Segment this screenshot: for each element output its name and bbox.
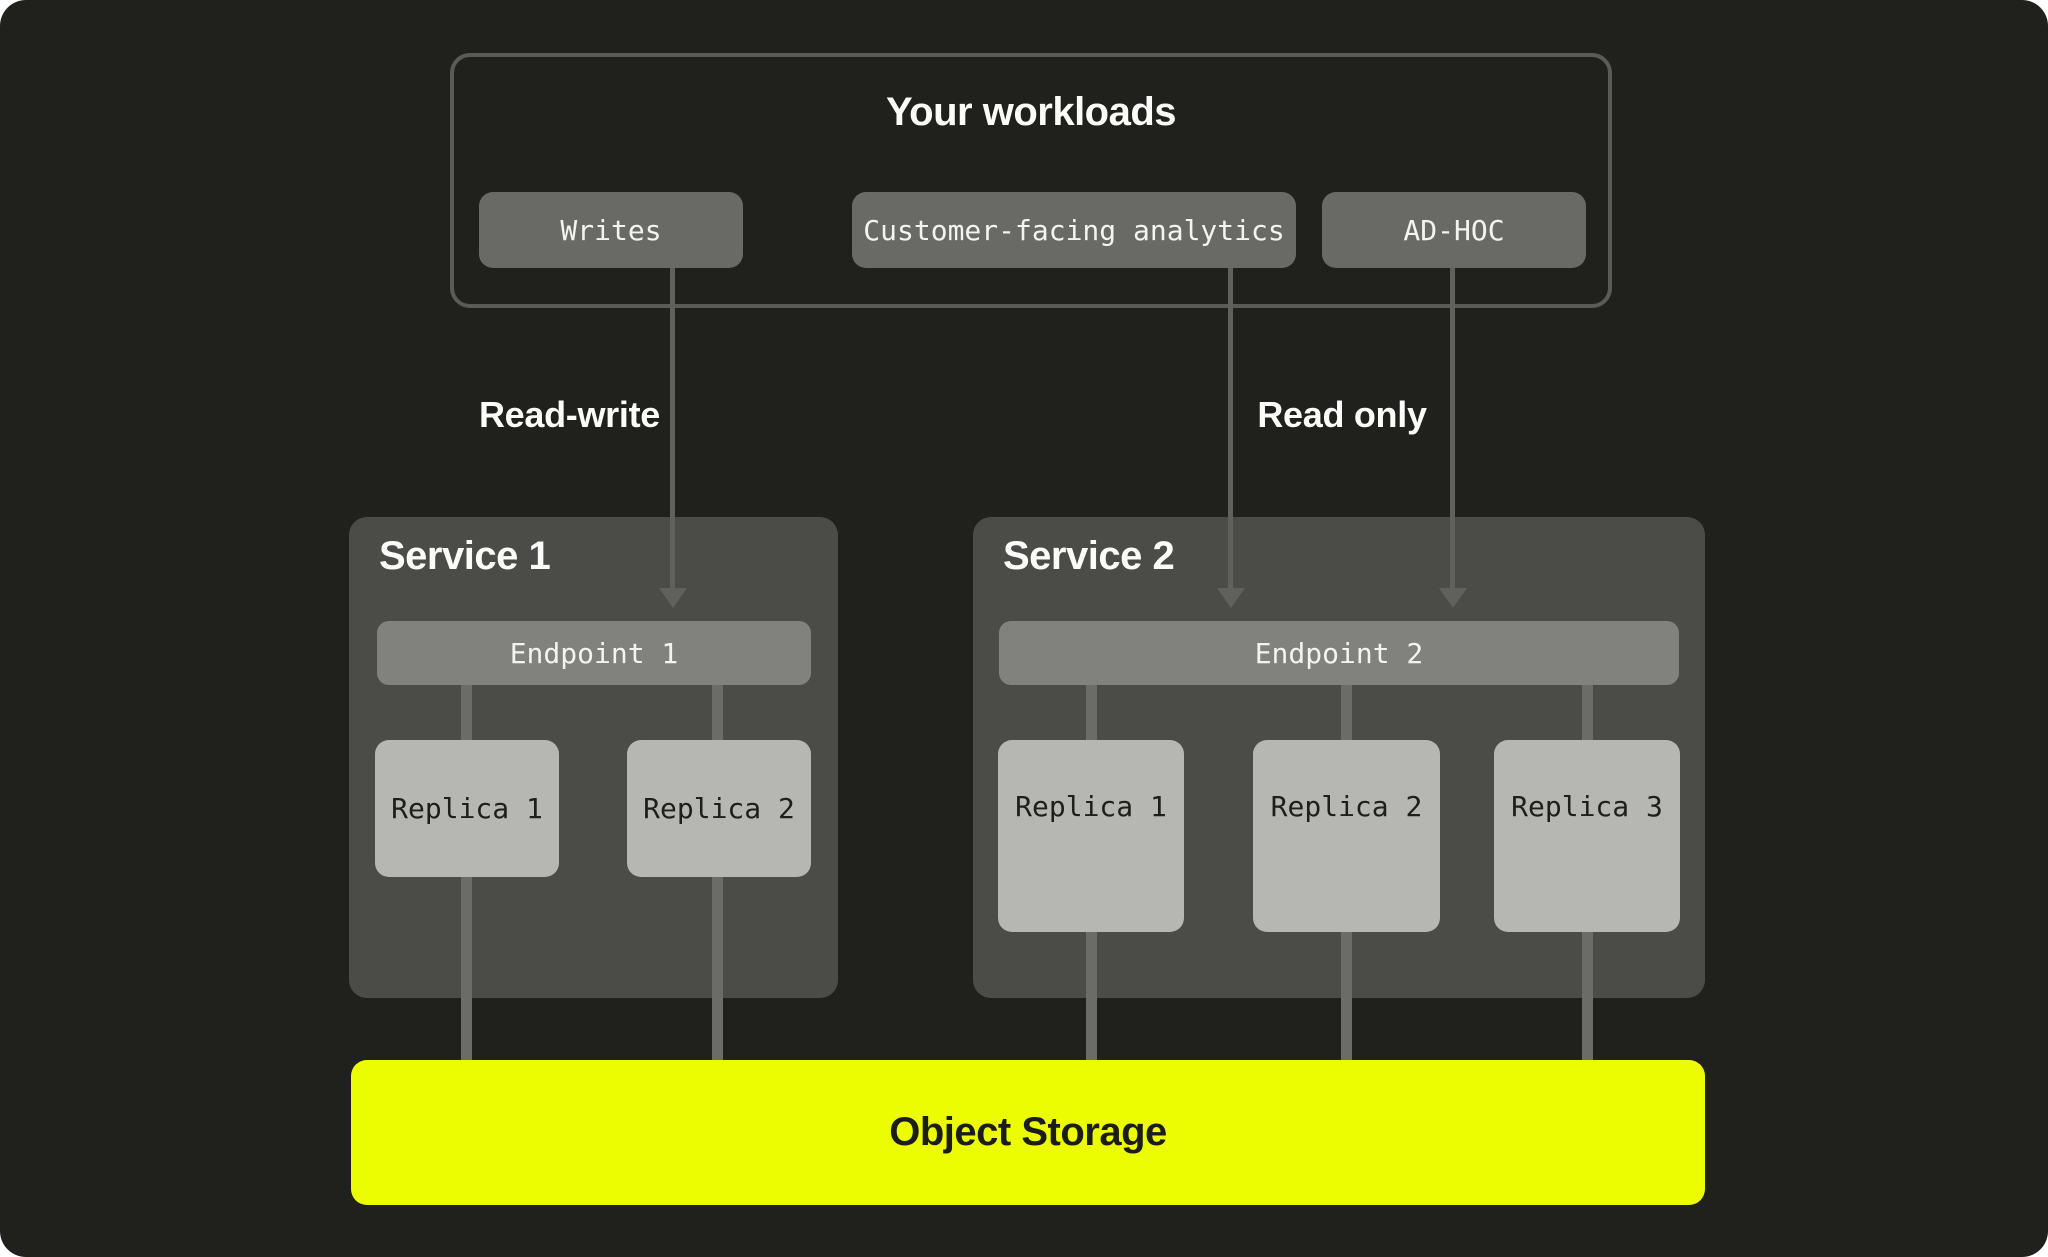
flow-arrow-analytics-line	[1228, 268, 1233, 590]
flow-label-read-only: Read only	[1257, 394, 1427, 435]
service-2-replica-2-node: Replica 2	[1253, 740, 1440, 932]
flow-arrowhead-adhoc-icon	[1439, 588, 1467, 608]
flow-arrow-adhoc-line	[1450, 268, 1455, 590]
endpoint-1-bar: Endpoint 1	[377, 621, 811, 685]
flow-arrowhead-writes-icon	[659, 588, 687, 608]
workload-chip-ad-hoc: AD-HOC	[1322, 192, 1586, 268]
workload-chip-customer-facing-analytics: Customer-facing analytics	[852, 192, 1296, 268]
flow-arrow-writes-line	[670, 268, 675, 590]
workload-chip-writes: Writes	[479, 192, 743, 268]
flow-arrowhead-analytics-icon	[1217, 588, 1245, 608]
service-2-replica-1-node: Replica 1	[998, 740, 1184, 932]
service-1-replica-2-node: Replica 2	[627, 740, 811, 877]
object-storage-bar: Object Storage	[351, 1060, 1705, 1205]
endpoint-2-bar: Endpoint 2	[999, 621, 1679, 685]
service-2-title: Service 2	[1003, 534, 1175, 578]
service-2-replica-3-node: Replica 3	[1494, 740, 1680, 932]
flow-label-read-write: Read-write	[478, 394, 660, 435]
service-1-title: Service 1	[379, 534, 551, 578]
workloads-panel-title: Your workloads	[885, 90, 1177, 134]
service-1-replica-1-node: Replica 1	[375, 740, 559, 877]
workloads-panel	[450, 53, 1612, 308]
